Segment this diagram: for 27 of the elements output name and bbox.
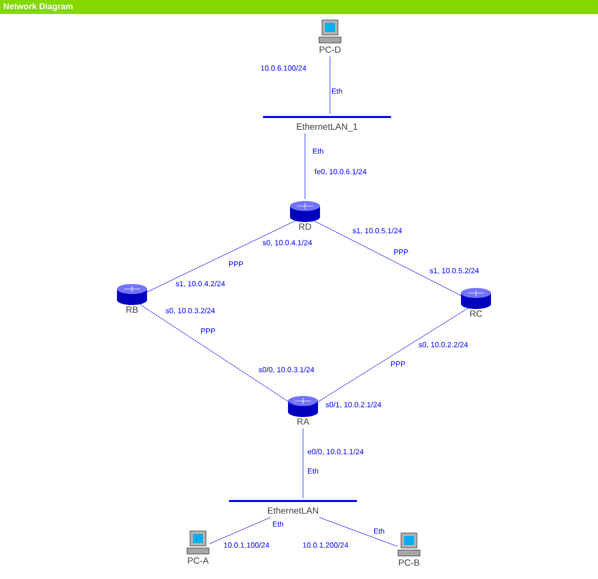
- link-line: [310, 307, 470, 408]
- node-label: PC-B: [398, 559, 420, 566]
- computer-node: PC-B: [398, 532, 420, 566]
- node-label: EthernetLAN: [268, 507, 318, 514]
- router-node: RC: [461, 288, 491, 317]
- router-node: RB: [117, 284, 147, 313]
- router-node: RA: [288, 396, 318, 425]
- node-label: EthernetLAN_1: [296, 123, 358, 132]
- node-label: PC-A: [188, 557, 209, 564]
- node-label: RD: [299, 223, 312, 230]
- router-node: RD: [290, 201, 320, 230]
- title-bar: Network Diagram: [0, 0, 598, 14]
- link-line: [138, 304, 296, 407]
- link-line: [312, 220, 470, 300]
- link-line: [138, 219, 298, 296]
- link-line: [302, 428, 304, 498]
- lan-segment: EthernetLAN: [229, 500, 357, 514]
- computer-node: PC-A: [186, 530, 210, 564]
- lan-segment: EthernetLAN_1: [263, 116, 391, 132]
- link-line: [304, 133, 306, 200]
- node-label: RB: [126, 306, 138, 313]
- node-label: RA: [297, 418, 310, 425]
- node-label: PC-D: [320, 46, 341, 53]
- link-line: [209, 517, 271, 544]
- link-line: [318, 517, 398, 547]
- computer-node: PC-D: [318, 20, 342, 53]
- node-label: RC: [470, 310, 482, 317]
